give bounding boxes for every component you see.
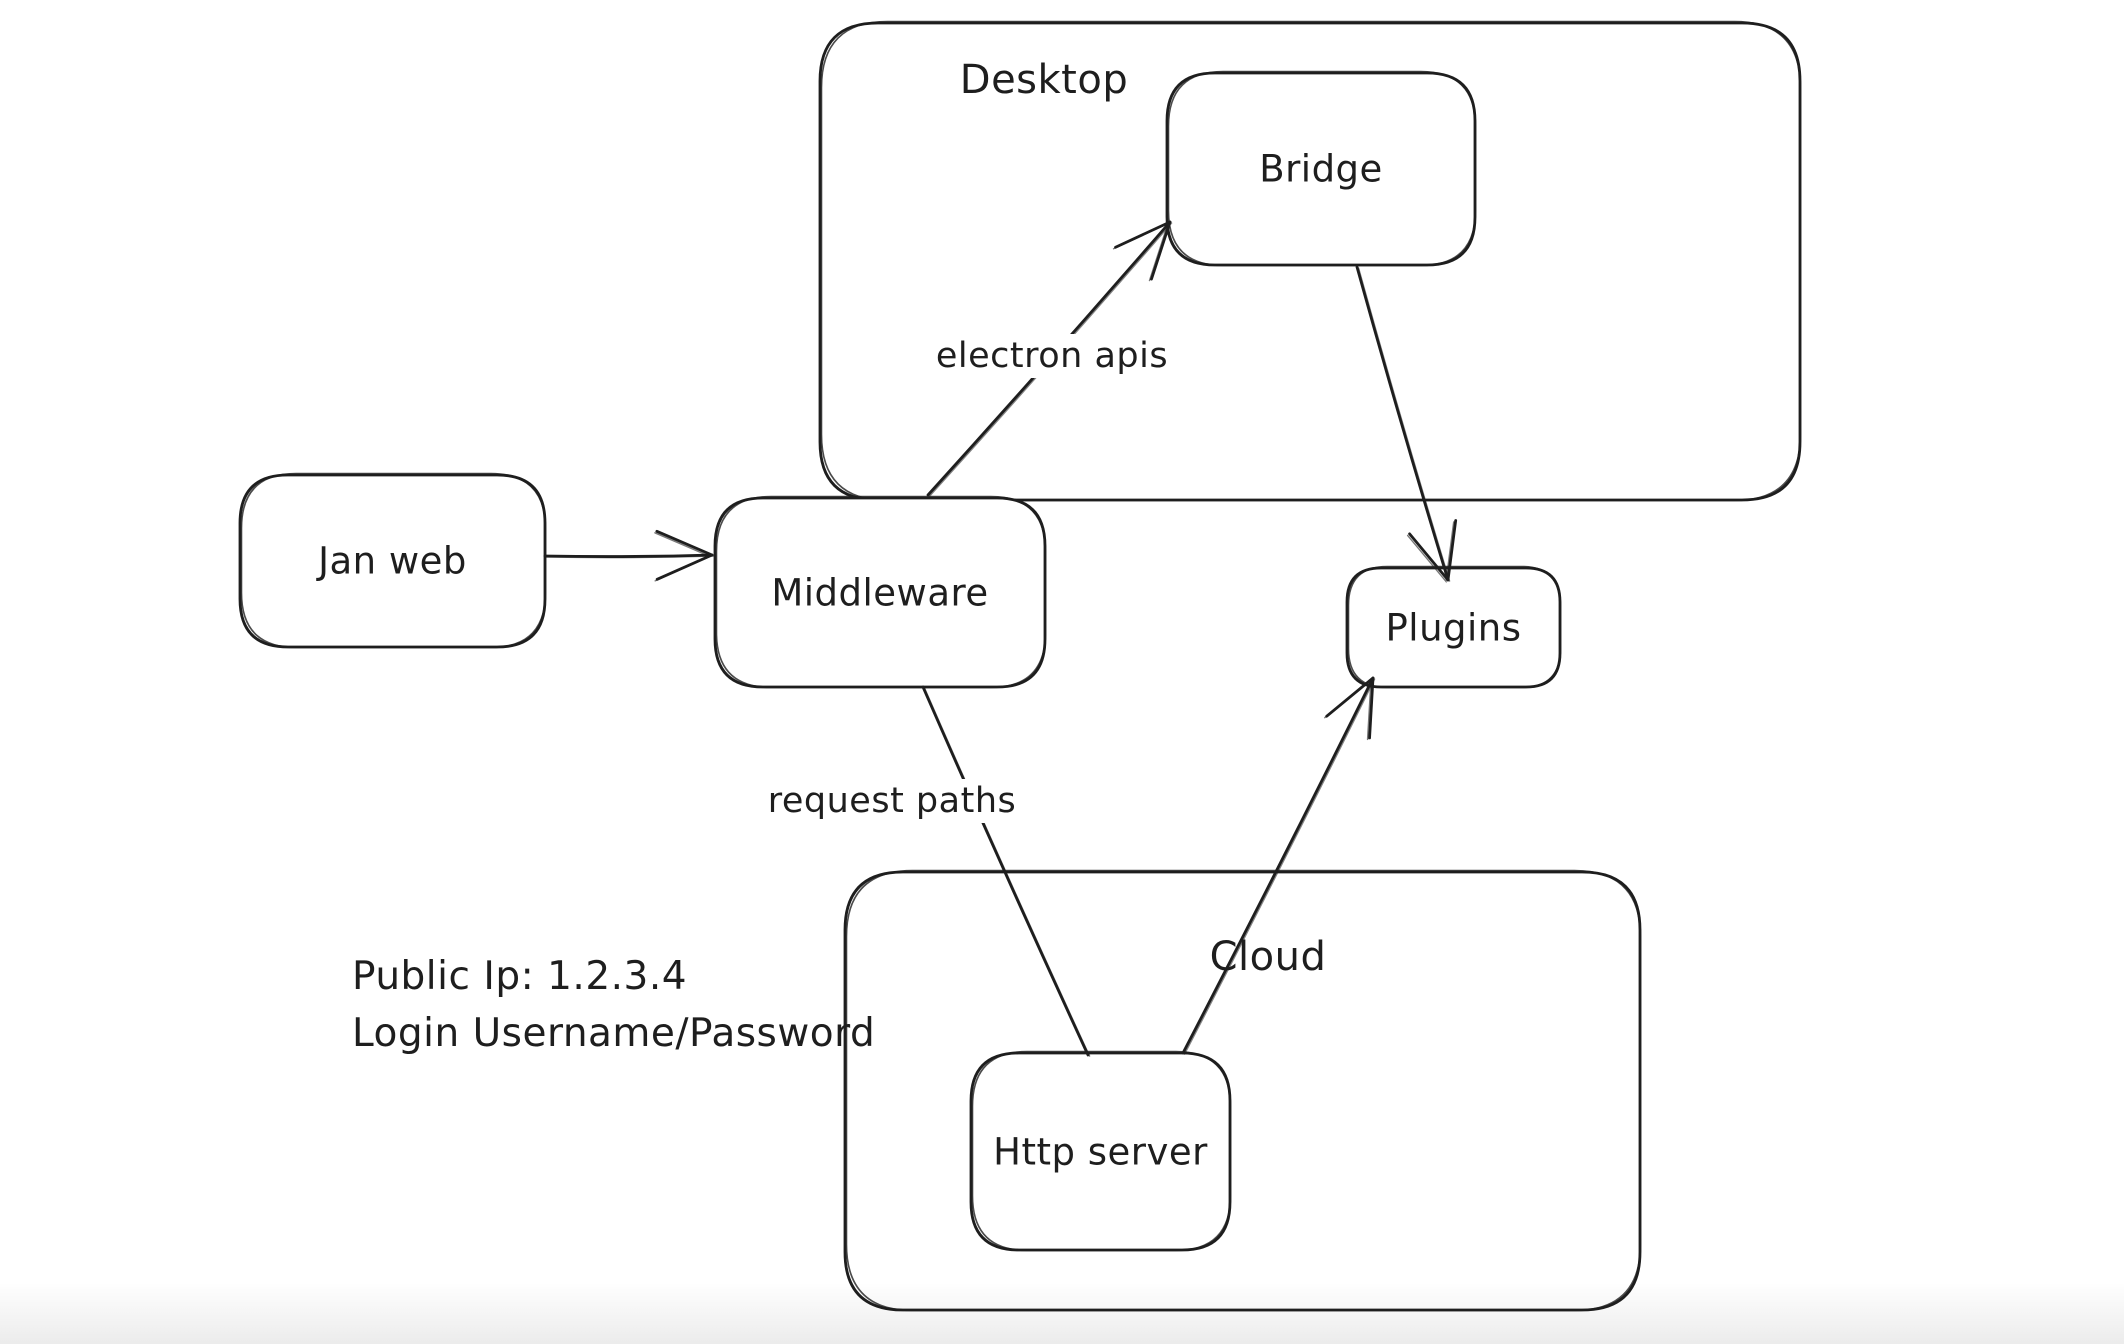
annotation-line-login: Login Username/Password: [352, 1011, 876, 1056]
node-label-plugins: Plugins: [1385, 606, 1522, 649]
container-desktop[interactable]: [818, 20, 1802, 502]
node-label-middleware: Middleware: [771, 571, 989, 614]
node-middleware[interactable]: [713, 495, 1047, 689]
node-label-bridge: Bridge: [1259, 147, 1383, 191]
edge-janweb-to-middleware[interactable]: [543, 529, 715, 582]
container-label-desktop: Desktop: [959, 57, 1129, 103]
edge-label-request-paths: request paths: [755, 779, 1029, 823]
edge-httpserver-to-plugins[interactable]: [1181, 676, 1376, 1055]
node-http-server[interactable]: [969, 1050, 1232, 1252]
node-jan-web[interactable]: [238, 472, 547, 649]
edge-label-electron-apis: electron apis: [923, 334, 1181, 378]
edge-middleware-to-httpserver[interactable]: [921, 685, 1091, 1057]
node-plugins[interactable]: [1345, 565, 1562, 689]
annotation-public-ip-login: Public Ip: 1.2.3.4 Login Username/Passwo…: [352, 948, 875, 1062]
annotation-line-public-ip: Public Ip: 1.2.3.4: [352, 954, 688, 999]
arrowhead-bridge-to-plugins: [1408, 519, 1458, 582]
node-bridge[interactable]: [1165, 70, 1477, 267]
node-label-http-server: Http server: [993, 1130, 1208, 1173]
container-label-cloud: Cloud: [1209, 934, 1327, 980]
edge-bridge-to-plugins[interactable]: [1355, 265, 1458, 584]
container-cloud[interactable]: [843, 869, 1642, 1312]
node-label-jan-web: Jan web: [318, 539, 467, 583]
